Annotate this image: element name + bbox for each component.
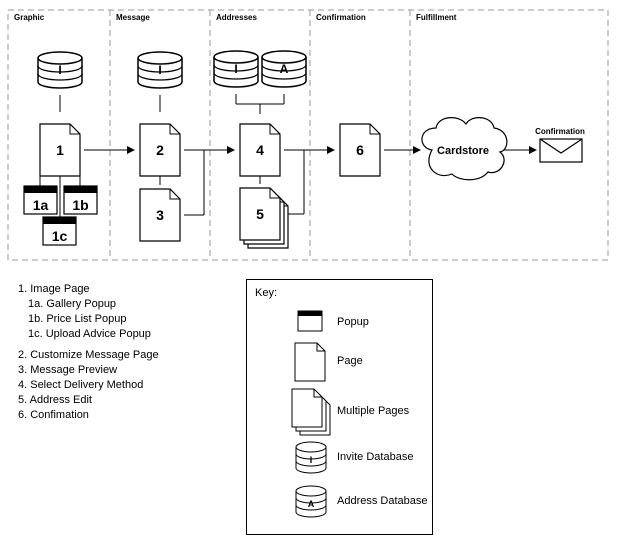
invite-database-message: I (137, 51, 183, 89)
lane-title-graphic: Graphic (14, 13, 45, 22)
lane-title-fulfillment: Fulfillment (416, 13, 457, 22)
page-icon (294, 342, 326, 382)
key-title: Key: (255, 287, 278, 299)
page-1-image-page: 1 (39, 123, 81, 177)
invite-database-addresses: I (213, 50, 259, 88)
lane-title-confirmation: Confirmation (316, 13, 366, 22)
popup-label: 1a (33, 197, 49, 213)
popup-label: 1c (52, 228, 68, 244)
legend-item: 3. Message Preview (18, 364, 118, 376)
envelope-icon (539, 138, 583, 163)
popup-1c-upload-advice: 1c (42, 216, 77, 246)
connector-lines (39, 94, 305, 217)
db-letter: I (58, 63, 61, 77)
cardstore-label: Cardstore (437, 145, 489, 157)
popup-icon (297, 310, 323, 332)
invite-database-graphic: I (37, 51, 83, 89)
invite-database-icon: I (295, 441, 327, 474)
page-3-message-preview: 3 (139, 188, 181, 242)
page-number: 4 (256, 142, 264, 158)
address-database: A (261, 50, 307, 88)
key-label-multiple-pages: Multiple Pages (337, 405, 410, 417)
db-letter: I (310, 455, 313, 465)
key-label-page: Page (337, 355, 363, 367)
legend-item: 1. Image Page (18, 283, 90, 295)
page-legend-list: 1. Image Page 1a. Gallery Popup 1b. Pric… (18, 282, 159, 423)
multiple-pages-icon (291, 388, 331, 436)
popup-label: 1b (72, 197, 88, 213)
legend-item: 2. Customize Message Page (18, 349, 159, 361)
legend-item: 1a. Gallery Popup (28, 298, 117, 310)
page-4-select-delivery: 4 (239, 123, 281, 177)
page-5-address-edit-stack: 5 (239, 187, 289, 249)
legend-item: 6. Confimation (18, 409, 89, 421)
page-number: 3 (156, 207, 164, 223)
popup-1a-gallery: 1a (23, 185, 58, 215)
page-6-confirmation: 6 (339, 123, 381, 177)
legend-item: 1b. Price List Popup (28, 313, 127, 325)
legend-item: 5. Address Edit (18, 394, 92, 406)
legend-item: 4. Select Delivery Method (18, 379, 144, 391)
key-label-invite-database: Invite Database (337, 451, 414, 463)
db-letter: I (158, 63, 161, 77)
page-number: 2 (156, 142, 164, 158)
lane-title-message: Message (116, 13, 150, 22)
page-number: 1 (56, 142, 64, 158)
confirmation-label: Confirmation (535, 127, 585, 136)
db-letter: A (280, 62, 289, 76)
key-box: Key: Popup Page Multiple Pages I Invite … (246, 279, 433, 535)
address-database-icon: A (295, 485, 327, 518)
swimlane-frame (7, 9, 609, 261)
page-number: 5 (256, 206, 264, 222)
db-letter: A (308, 499, 315, 509)
page-number: 6 (356, 142, 364, 158)
popup-1b-price-list: 1b (63, 185, 98, 215)
db-letter: I (234, 62, 237, 76)
cardstore-cloud: Cardstore (421, 117, 508, 181)
lane-title-addresses: Addresses (216, 13, 257, 22)
key-label-address-database: Address Database (337, 495, 428, 507)
legend-item: 1c. Upload Advice Popup (28, 328, 151, 340)
page-2-customize-message: 2 (139, 123, 181, 177)
key-label-popup: Popup (337, 316, 369, 328)
